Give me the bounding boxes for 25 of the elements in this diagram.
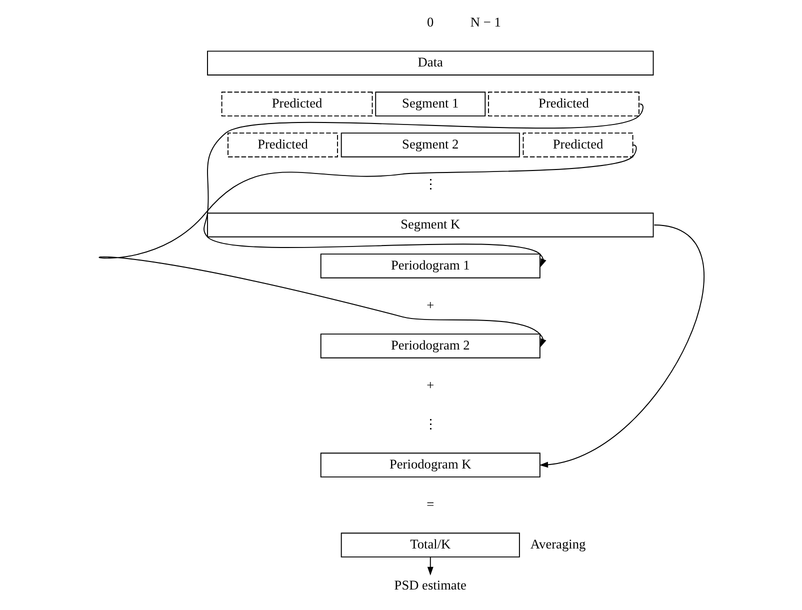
node-box: Predicted [227,132,338,158]
label: + [426,297,434,312]
arrow [426,556,433,576]
node-box: Periodogram 2 [320,334,540,358]
label: = [426,496,434,512]
label: ⋮ [423,176,436,192]
node-box: Total/K [340,532,520,558]
node-box: Segment K [206,212,654,238]
node-label: Averaging [530,536,586,552]
node-box: Data [206,50,654,76]
label: ⋮ [423,416,436,432]
label: + [426,377,434,392]
node-text: PSD estimate [394,578,466,593]
node-box: Predicted [220,92,372,116]
node-box: Segment 2 [340,132,520,158]
arrow [98,144,636,348]
node-box: Periodogram 1 [320,254,540,278]
label: 0 [426,14,434,30]
node-box: Periodogram K [320,452,540,478]
node-box: Predicted [488,92,639,116]
node-box: Segment 1 [374,92,486,116]
node-box: Predicted [522,132,633,158]
arrow [538,224,704,468]
arrow [203,104,643,268]
label: N − 1 [470,14,500,30]
